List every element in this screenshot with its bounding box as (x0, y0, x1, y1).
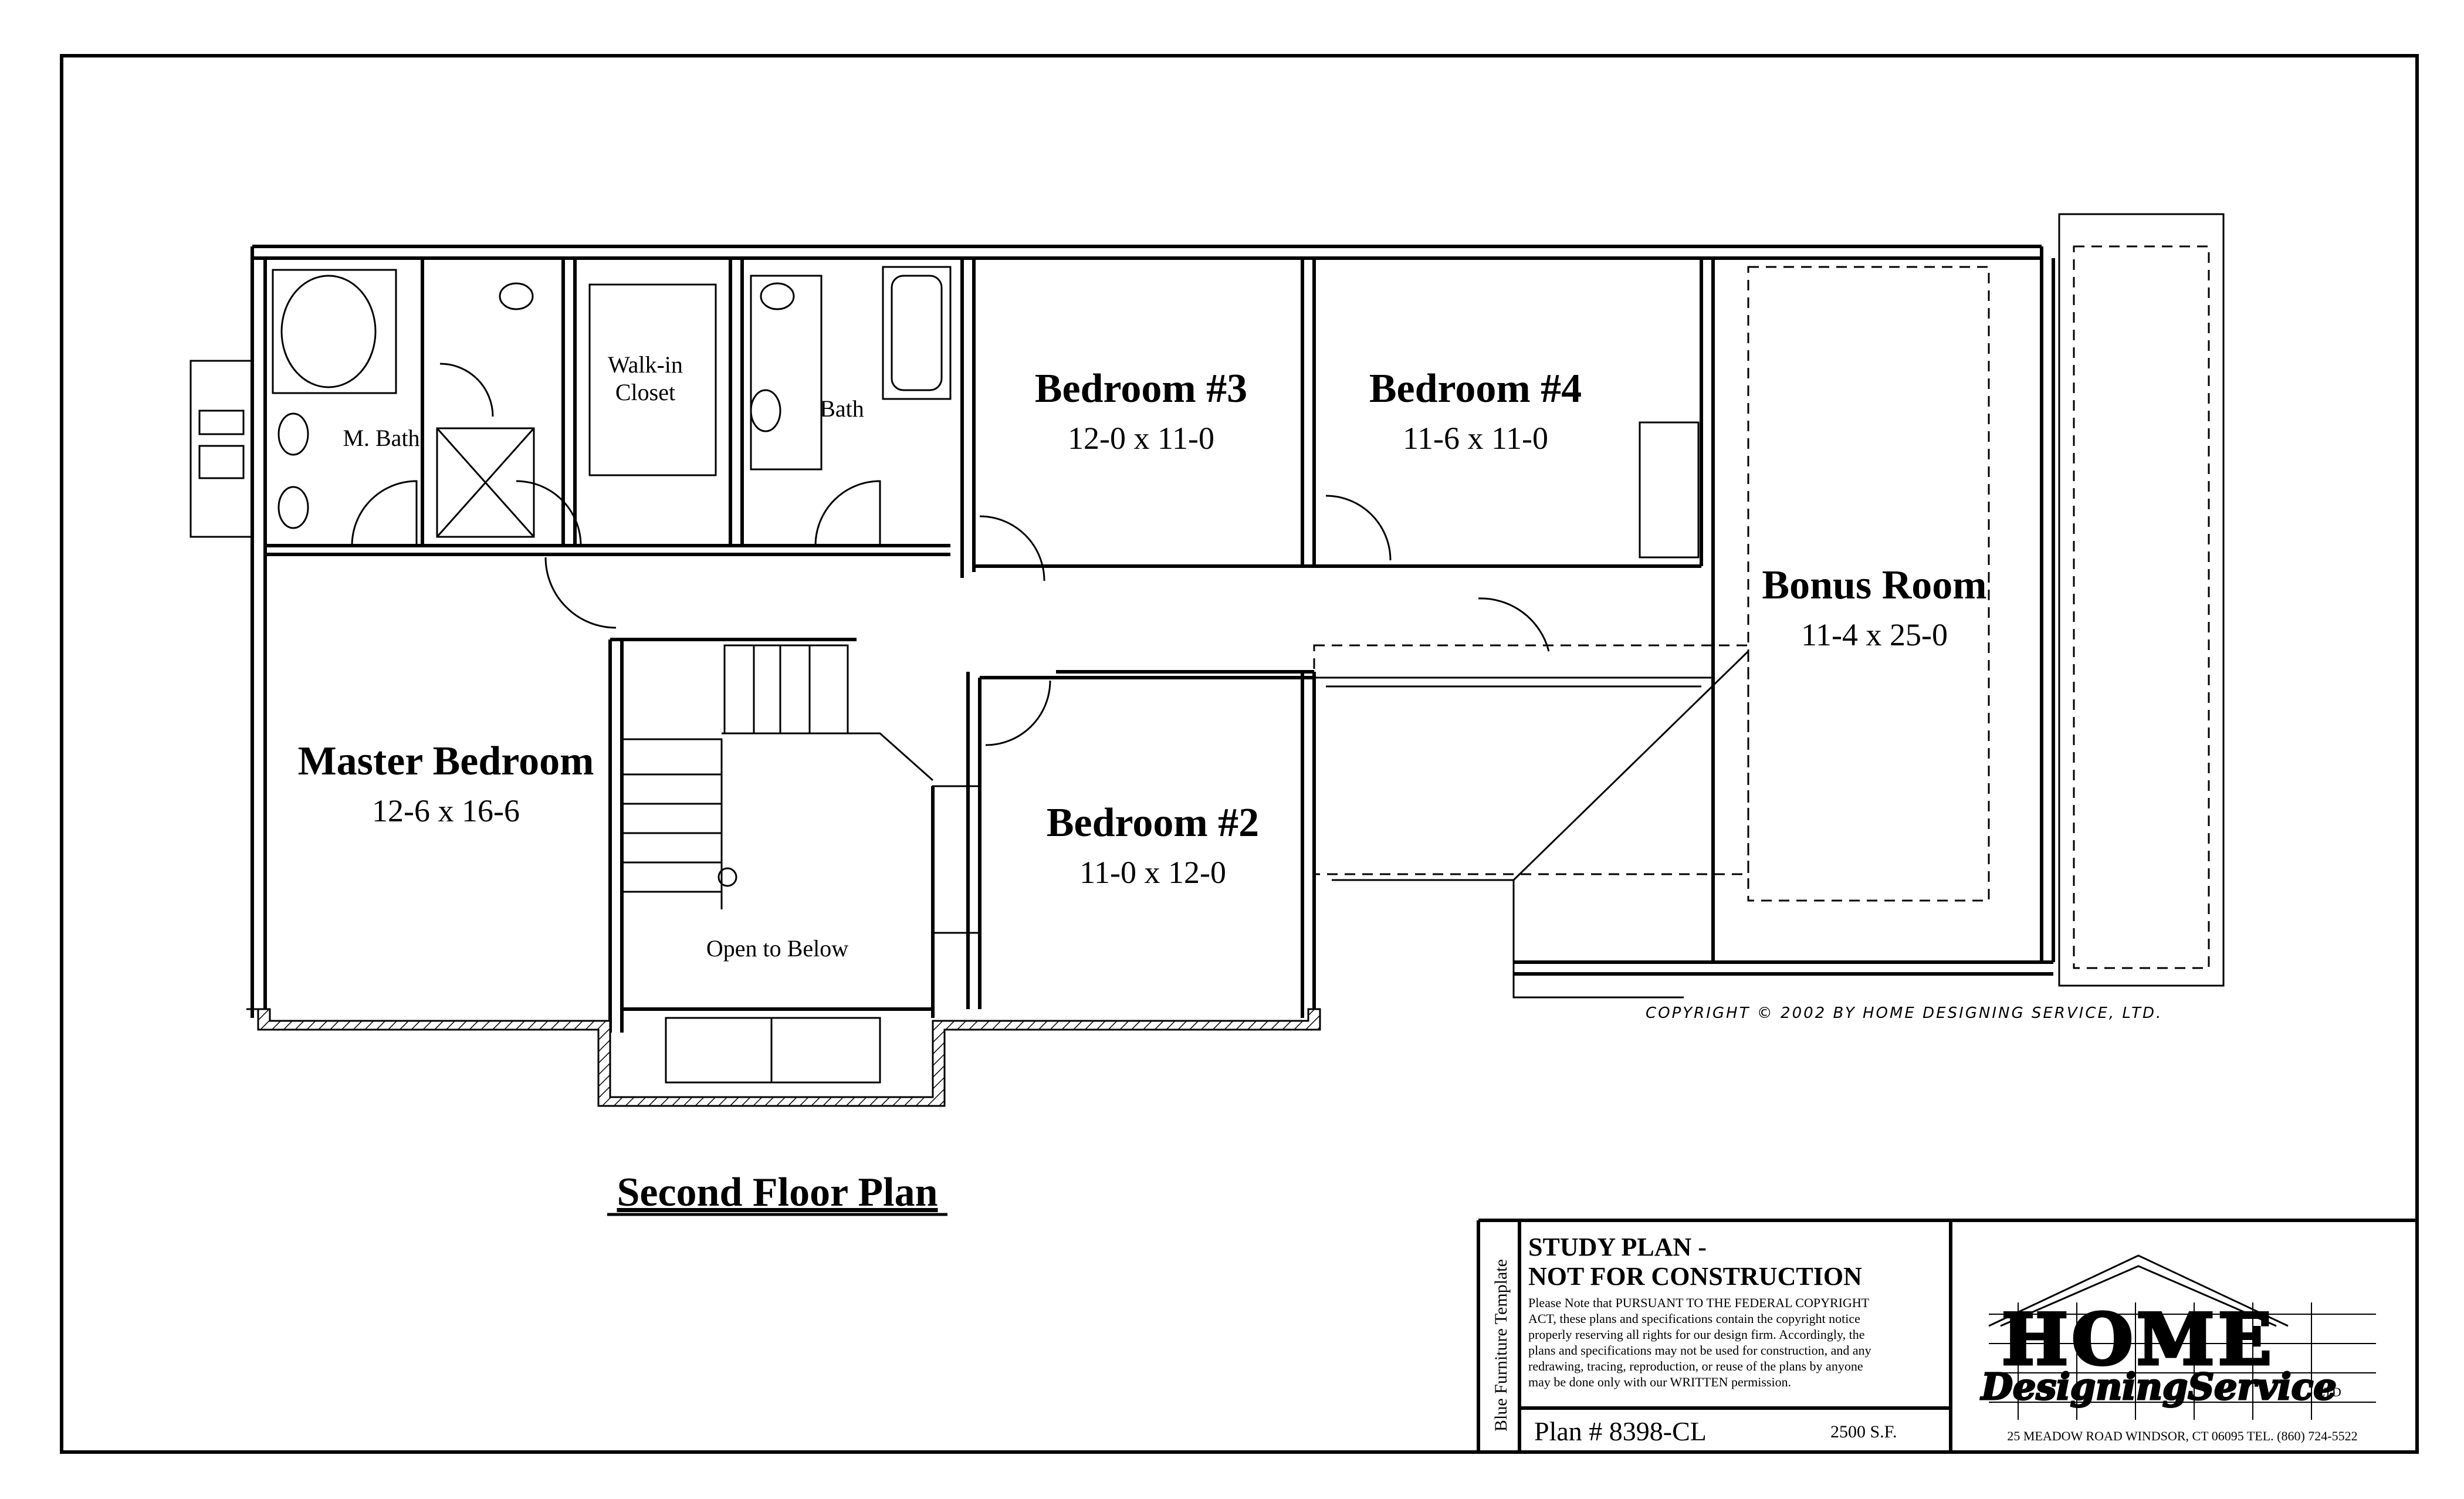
walk-in-closet-label-1: Walk-in (608, 351, 683, 378)
study-plan-line2: NOT FOR CONSTRUCTION (1528, 1262, 1862, 1291)
bedroom2-dim: 11-0 x 12-0 (1079, 855, 1226, 890)
study-plan-line1: STUDY PLAN - (1528, 1233, 1707, 1261)
bedroom3-name: Bedroom #3 (1035, 366, 1247, 411)
open-to-below-label: Open to Below (706, 935, 848, 962)
notice-line-3: properly reserving all rights for our de… (1528, 1327, 1864, 1342)
notice-line-2: ACT, these plans and specifications cont… (1528, 1311, 1860, 1326)
notice-line-5: redrawing, tracing, reproduction, or reu… (1528, 1359, 1863, 1373)
square-feet: 2500 S.F. (1830, 1422, 1897, 1442)
logo-home-word: HOME (2002, 1298, 2275, 1381)
bonus-room-name: Bonus Room (1762, 563, 1986, 608)
notice-line-4: plans and specifications may not be used… (1528, 1343, 1871, 1358)
master-bedroom-name: Master Bedroom (298, 739, 594, 784)
room-labels: M. Bath Walk-in Closet Bath Bedroom #3 1… (298, 351, 2162, 1022)
sheet-border (60, 54, 2419, 1454)
side-template-text: Blue Furniture Template (1491, 1259, 1511, 1432)
bedroom3-dim: 12-0 x 11-0 (1068, 421, 1214, 456)
copyright-note: COPYRIGHT © 2002 BY HOME DESIGNING SERVI… (1646, 1004, 2162, 1022)
company-address: 25 MEADOW ROAD WINDSOR, CT 06095 TEL. (8… (2007, 1429, 2357, 1443)
bath-label: Bath (820, 395, 864, 422)
bedroom4-name: Bedroom #4 (1369, 366, 1582, 411)
plan-walls (189, 213, 2225, 1033)
m-bath-label: M. Bath (343, 425, 419, 451)
notice-line-1: Please Note that PURSUANT TO THE FEDERAL… (1528, 1295, 1870, 1310)
logo-ltd: LTD (2317, 1385, 2341, 1399)
walk-in-closet-label-2: Closet (615, 379, 675, 405)
bonus-room-dim: 11-4 x 25-0 (1801, 617, 1948, 652)
notice-line-6: may be done only with our WRITTEN permis… (1528, 1375, 1791, 1389)
master-bedroom-dim: 12-6 x 16-6 (372, 793, 520, 828)
title-block: Blue Furniture Template STUDY PLAN - NOT… (1477, 1219, 2417, 1452)
bedroom2-name: Bedroom #2 (1047, 800, 1259, 845)
door-swings (351, 363, 1550, 746)
plan-title: Second Floor Plan (617, 1170, 937, 1215)
bedroom4-dim: 11-6 x 11-0 (1403, 421, 1548, 456)
plan-number: Plan # 8398-CL (1534, 1416, 1707, 1446)
bay-window-walls (246, 1008, 1321, 1107)
logo-designing-word: DesigningService (1980, 1365, 2337, 1408)
home-designing-logo: HOME DesigningService LTD (1979, 1254, 2376, 1420)
